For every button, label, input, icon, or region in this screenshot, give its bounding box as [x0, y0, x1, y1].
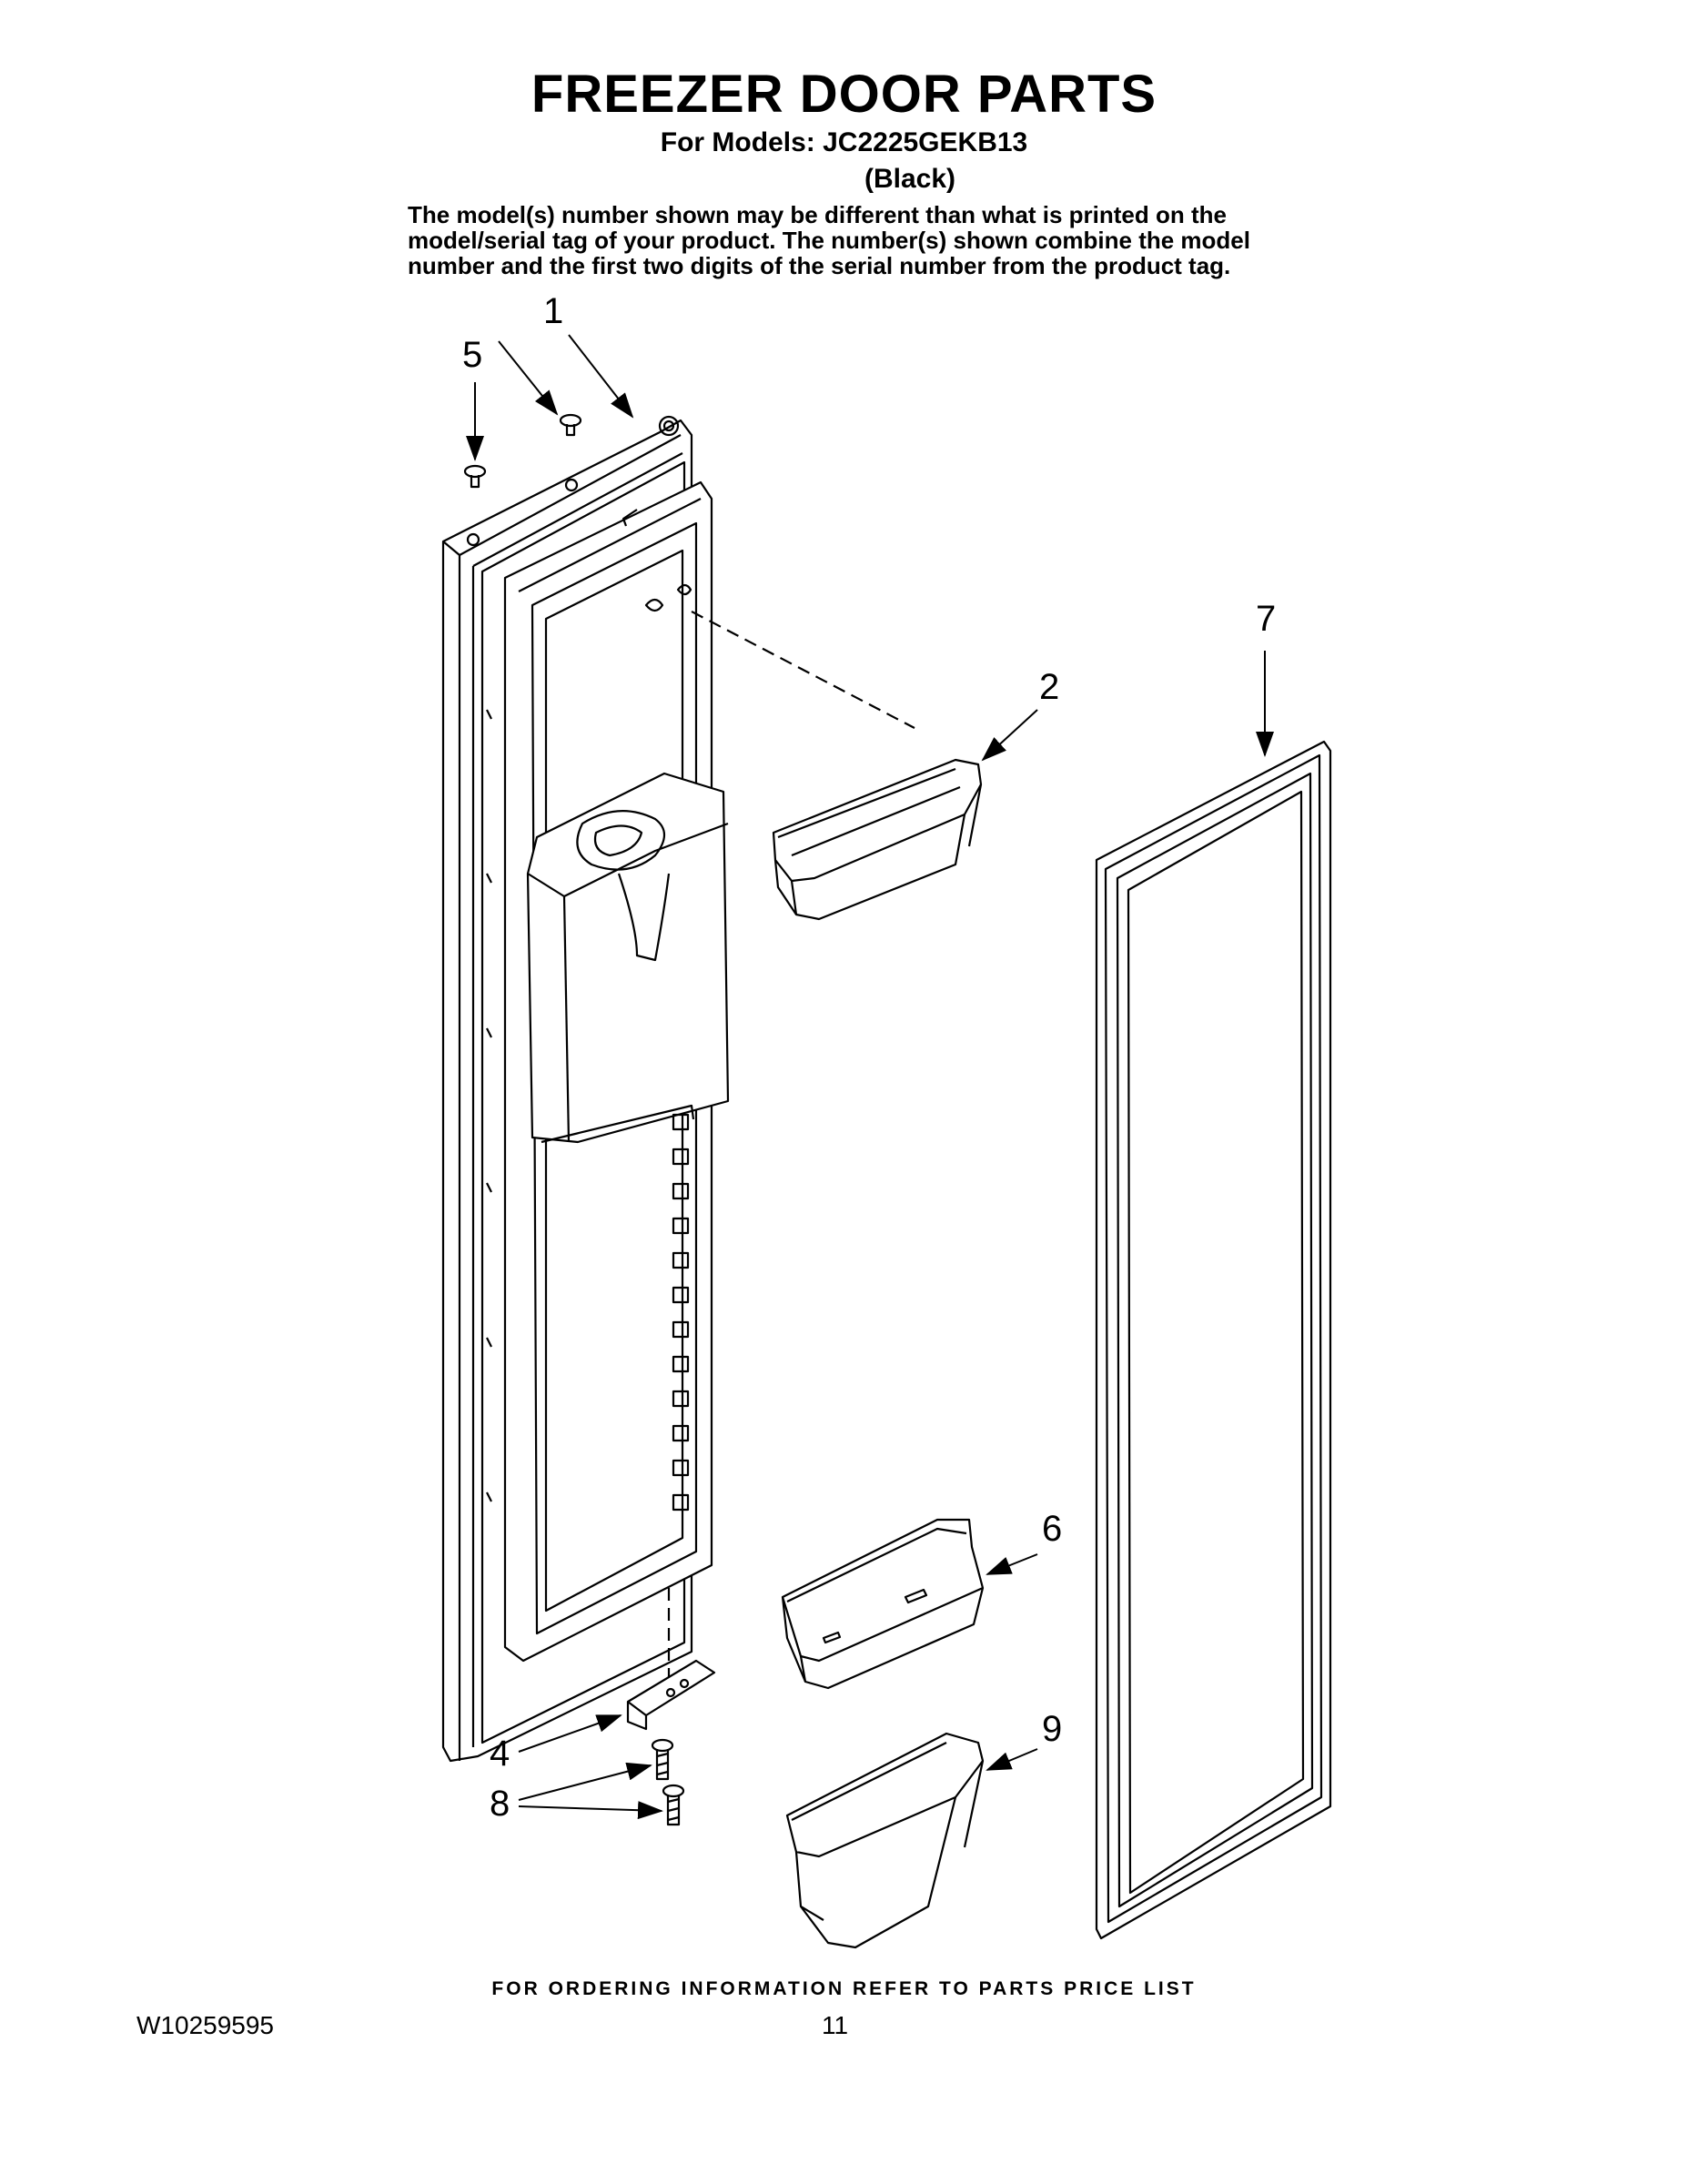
note-line: The model(s) number shown may be differe…: [408, 201, 1227, 228]
callout-2: 2: [1039, 667, 1060, 707]
callout-9: 9: [1042, 1709, 1063, 1749]
callout-5: 5: [462, 335, 483, 375]
document-number: W10259595: [136, 2011, 275, 2039]
models-line: For Models: JC2225GEKB13: [660, 127, 1028, 157]
callout-9-arrow: [986, 1748, 1038, 1771]
callout-8-arrow-a: [518, 1762, 652, 1801]
door-bin-part-2: [772, 758, 983, 921]
callout-2-arrow: [981, 709, 1038, 762]
callout-4: 4: [490, 1734, 510, 1774]
page-title: FREEZER DOOR PARTS: [531, 65, 1157, 124]
freezer-door-panel: [441, 415, 730, 1763]
hinge-bracket-part-4: [626, 1659, 716, 1731]
model-color: (Black): [864, 164, 956, 194]
callout-6-arrow: [986, 1553, 1038, 1575]
note-line: model/serial tag of your product. The nu…: [408, 227, 1250, 254]
screw-part-8: [651, 1738, 685, 1826]
callout-1-arrow: [568, 334, 634, 419]
callout-1: 1: [543, 291, 564, 331]
door-bin-part-6: [781, 1518, 985, 1690]
page-number: 11: [822, 2011, 849, 2039]
note-line: number and the first two digits of the s…: [408, 252, 1231, 279]
callout-7: 7: [1256, 599, 1277, 639]
door-gasket-part-7: [1095, 740, 1332, 1940]
callout-8-arrow-b: [518, 1801, 663, 1820]
callout-5-arrow-b: [498, 340, 559, 416]
ordering-info: FOR ORDERING INFORMATION REFER TO PARTS …: [491, 1978, 1197, 1999]
door-bin-part-9: [785, 1732, 985, 1949]
screw-part-5: [463, 413, 582, 489]
callout-4-arrow: [518, 1714, 622, 1753]
model-note: The model(s) number shown may be differe…: [408, 202, 1318, 278]
callout-8: 8: [490, 1784, 510, 1824]
callout-6: 6: [1042, 1509, 1063, 1549]
